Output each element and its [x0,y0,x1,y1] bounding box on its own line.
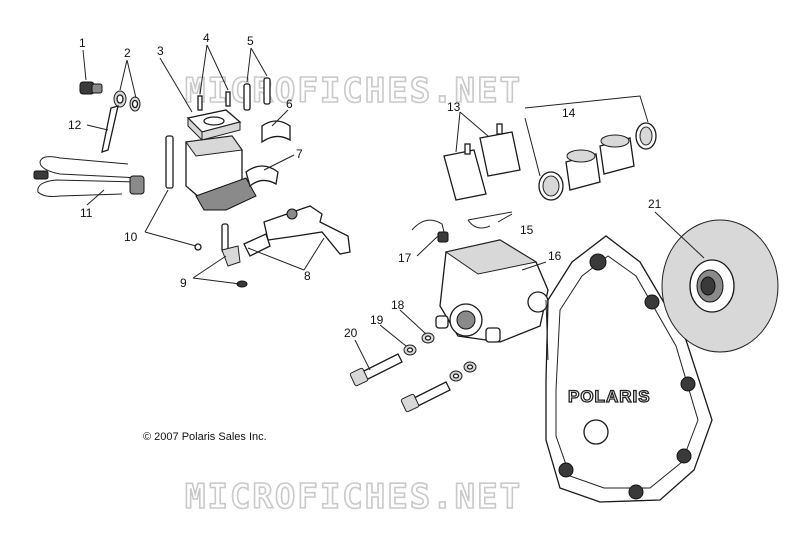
callout-5: 5 [247,34,254,48]
leader-lines [82,44,705,371]
part-4-screws [197,91,231,111]
callout-labels: 1 2 3 4 5 6 7 8 9 10 11 12 13 14 15 16 1… [68,31,662,340]
brake-case-cover: POLARIS [545,235,713,503]
callout-11: 11 [80,206,93,220]
callout-20: 20 [344,326,358,340]
callout-7: 7 [296,147,303,161]
part-16-caliper [435,239,549,343]
part-6-clamp [261,120,291,144]
part-21-brake-disc [661,219,779,353]
callout-1: 1 [79,36,86,50]
callout-9: 9 [180,276,187,290]
callout-8: 8 [304,269,311,283]
brand-logo-text: POLARIS [568,387,651,406]
part-12-bolt [101,105,119,153]
callout-17: 17 [398,251,412,265]
callout-12: 12 [68,118,82,132]
callout-6: 6 [286,97,293,111]
copyright-notice: © 2007 Polaris Sales Inc. [143,431,267,443]
part-20-bolts [349,353,451,413]
part-10-pin [194,243,202,251]
part-9-pivot [221,223,248,288]
callout-19: 19 [370,313,384,327]
part-3-reservoir-cover [186,109,242,142]
part-15-clip [467,211,513,229]
part-11-switch-cable [33,156,145,197]
callout-18: 18 [391,298,405,312]
part-17-bleeder [411,219,449,243]
part-2-washers [113,90,141,112]
callout-2: 2 [124,46,131,60]
part-5-screws [243,77,271,111]
callout-14: 14 [562,106,576,120]
callout-3: 3 [157,44,164,58]
callout-10: 10 [124,230,138,244]
callout-4: 4 [203,31,210,45]
part-7-clamp [245,165,279,188]
part-13-brake-pads [443,123,521,201]
part-14-pistons [538,122,657,201]
callout-13: 13 [447,100,461,114]
callout-15: 15 [520,223,534,237]
part-18-washers [421,332,477,373]
part-1-fitting [79,81,103,95]
watermark-bottom: MICROFICHES.NET [185,477,522,517]
callout-21: 21 [648,197,662,211]
part-8-lever [243,205,351,257]
part-19-washers [403,344,463,382]
callout-16: 16 [548,249,562,263]
master-cylinder-body [165,135,257,211]
watermark-top: MICROFICHES.NET [185,71,522,111]
